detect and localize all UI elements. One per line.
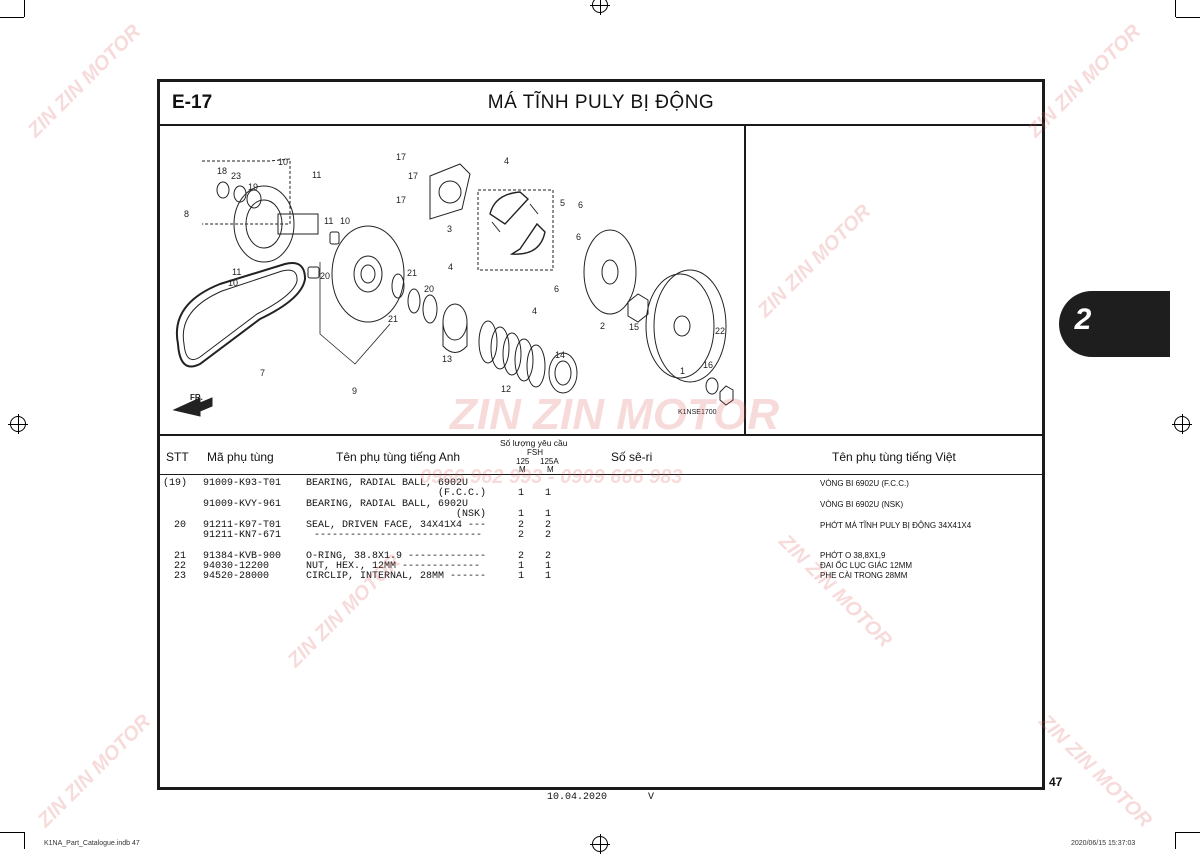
svg-text:22: 22 [715,326,725,336]
svg-text:6: 6 [578,200,583,210]
svg-text:11: 11 [312,170,321,180]
table-header: STT Mã phụ tùng Tên phụ tùng tiếng Anh S… [160,434,1042,475]
print-slug-file: K1NA_Part_Catalogue.indb 47 [44,840,140,847]
svg-text:12: 12 [501,384,511,394]
diagram-reference: K1NSE1700 [678,409,717,416]
svg-text:21: 21 [388,314,398,324]
blank-panel [746,124,1042,434]
svg-text:3: 3 [447,224,452,234]
svg-text:4: 4 [504,156,509,166]
crop-mark [24,0,25,17]
svg-text:8: 8 [184,209,189,219]
crop-mark [24,832,25,849]
crop-mark [0,832,24,833]
watermark-brand: ZIN ZIN MOTOR [23,20,146,142]
footer-date: 10.04.2020 [547,792,608,803]
svg-text:18: 18 [217,166,227,176]
section-code: E-17 [172,92,213,113]
crop-mark [0,17,24,18]
page-number: 47 [1049,775,1063,789]
registration-mark-icon [1172,414,1192,434]
registration-mark-icon [8,414,28,434]
catalogue-frame: E-17 MÁ TĨNH PULY BỊ ĐỘNG [157,79,1045,790]
svg-text:9: 9 [352,386,357,396]
registration-mark-icon [590,834,610,854]
svg-text:10: 10 [278,157,288,167]
col-name-en: Tên phụ tùng tiếng Anh [336,450,461,464]
svg-text:20: 20 [320,271,330,281]
col-125-sub: M [519,465,526,474]
direction-label: FR. [190,393,203,402]
svg-text:4: 4 [532,306,537,316]
svg-text:6: 6 [554,284,559,294]
col-model: FSH [527,448,543,457]
col-part-no: Mã phụ tùng [207,450,274,464]
registration-mark-icon [590,0,610,15]
chapter-tab [1059,291,1170,357]
crop-mark [1175,0,1176,17]
svg-text:13: 13 [442,354,452,364]
svg-text:10: 10 [228,278,238,288]
svg-text:10: 10 [340,216,350,226]
chapter-number: 2 [1074,303,1092,336]
col-serial: Số sê-ri [611,450,653,464]
svg-text:14: 14 [555,350,565,360]
svg-text:4: 4 [448,262,453,272]
svg-text:11: 11 [232,267,241,277]
svg-text:17: 17 [396,152,406,162]
col-125a: 125A [540,457,559,466]
col-125a-sub: M [547,465,554,474]
col-qty-label: Số lượng yêu cầu [500,438,568,448]
svg-text:15: 15 [629,322,639,332]
svg-text:19: 19 [248,182,258,192]
title-row: E-17 MÁ TĨNH PULY BỊ ĐỘNG [160,82,1042,126]
col-stt: STT [166,450,189,464]
print-slug-timestamp: 2020/06/15 15:37:03 [1071,840,1136,847]
svg-text:17: 17 [396,195,406,205]
svg-text:11: 11 [324,216,333,226]
svg-text:1: 1 [680,366,685,376]
crop-mark [1176,17,1200,18]
svg-text:5: 5 [560,198,565,208]
svg-text:23: 23 [231,171,241,181]
page-title: MÁ TĨNH PULY BỊ ĐỘNG [487,92,715,113]
watermark-brand: ZIN ZIN MOTOR [1034,710,1156,832]
crop-mark [1176,832,1200,833]
svg-text:17: 17 [408,171,418,181]
watermark-brand: ZIN ZIN MOTOR [33,710,156,832]
svg-text:6: 6 [576,232,581,242]
svg-text:7: 7 [260,368,265,378]
crop-mark [1175,832,1176,849]
footer-revision: V [648,792,655,803]
col-name-vn: Tên phụ tùng tiếng Việt [832,450,956,464]
col-125: 125 [516,457,530,466]
svg-text:21: 21 [407,268,417,278]
svg-text:16: 16 [703,360,713,370]
svg-text:20: 20 [424,284,434,294]
svg-text:2: 2 [600,321,605,331]
